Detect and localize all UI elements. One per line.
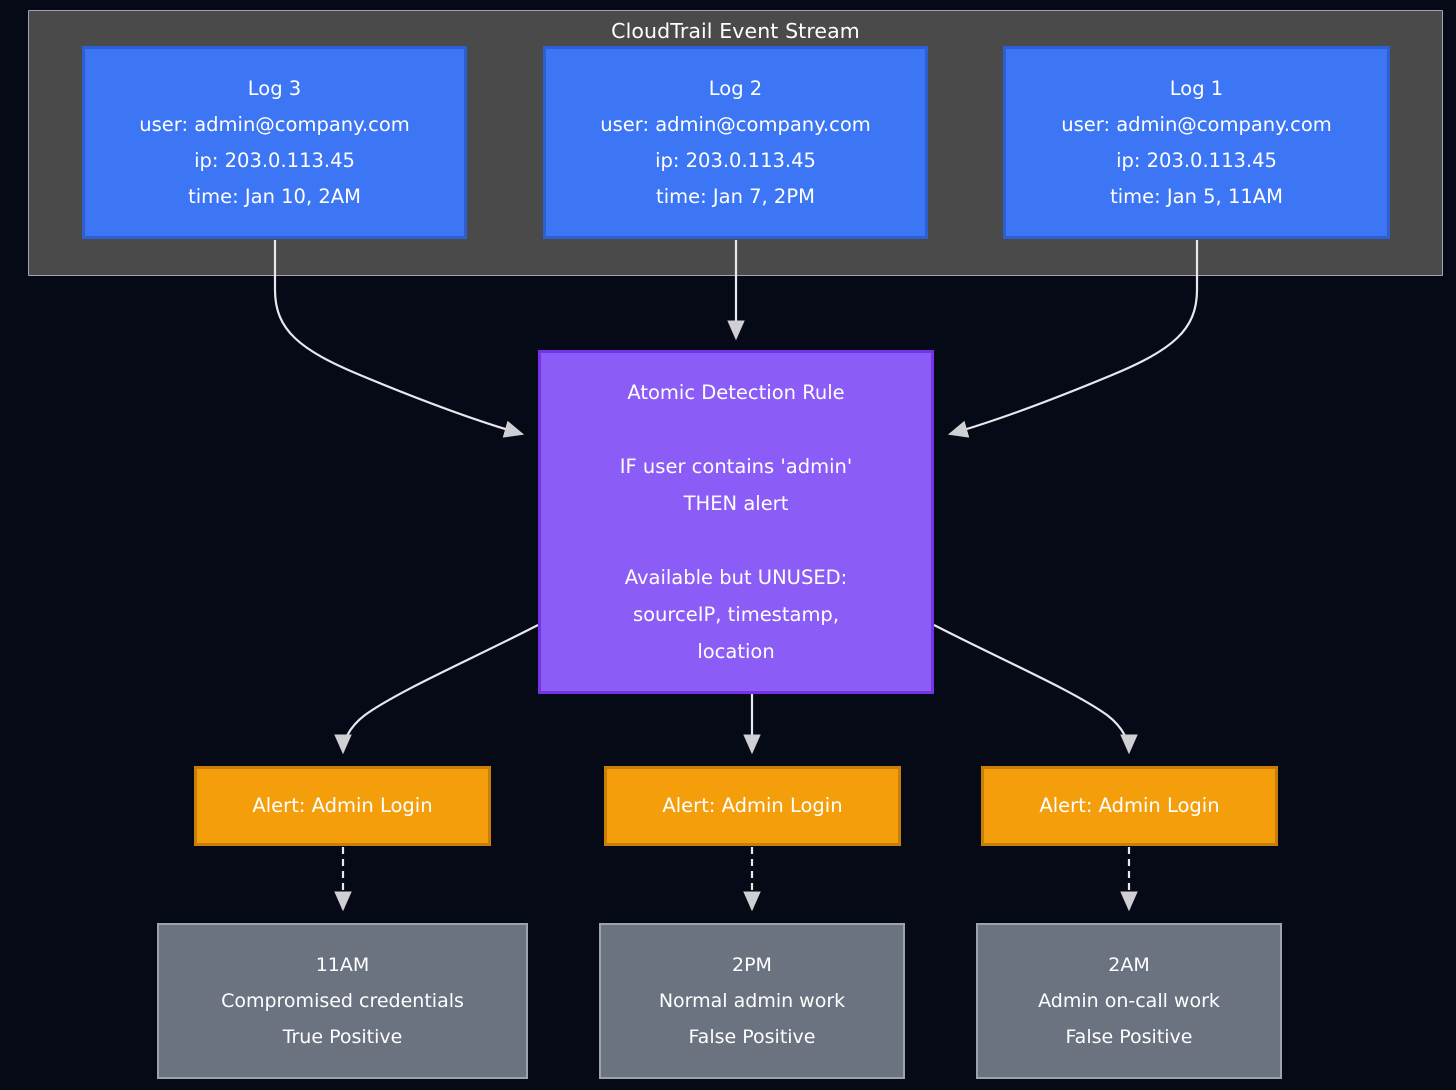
result1-description: Admin on-call work <box>1038 990 1220 1012</box>
log2-ip: ip: 203.0.113.45 <box>655 148 816 172</box>
result2-verdict: False Positive <box>688 1026 816 1048</box>
alert3-label: Alert: Admin Login <box>252 794 433 817</box>
edge-rule-to-alert1 <box>933 624 1138 755</box>
result-node-1[interactable]: 2AM Admin on-call work False Positive <box>976 923 1282 1079</box>
log-node-1[interactable]: Log 1 user: admin@company.com ip: 203.0.… <box>1003 46 1390 239</box>
edge-rule-to-alert3 <box>334 624 539 755</box>
alert1-label: Alert: Admin Login <box>1039 794 1220 817</box>
log3-ip: ip: 203.0.113.45 <box>194 148 355 172</box>
result2-time: 2PM <box>732 954 772 976</box>
result3-verdict: True Positive <box>282 1026 403 1048</box>
log3-time: time: Jan 10, 2AM <box>188 184 361 208</box>
log1-user: user: admin@company.com <box>1061 112 1332 136</box>
alert-node-1[interactable]: Alert: Admin Login <box>981 766 1278 846</box>
result-node-3[interactable]: 11AM Compromised credentials True Positi… <box>157 923 528 1079</box>
rule-unused-fields-line2: location <box>697 640 775 663</box>
subgraph-title: CloudTrail Event Stream <box>611 19 860 43</box>
log-node-2[interactable]: Log 2 user: admin@company.com ip: 203.0.… <box>543 46 928 239</box>
log1-title: Log 1 <box>1169 76 1224 100</box>
result1-verdict: False Positive <box>1065 1026 1193 1048</box>
rule-unused-header: Available but UNUSED: <box>624 566 848 589</box>
log2-title: Log 2 <box>708 76 763 100</box>
log2-user: user: admin@company.com <box>600 112 871 136</box>
rule-title: Atomic Detection Rule <box>627 381 845 404</box>
atomic-detection-rule-node[interactable]: Atomic Detection Rule IF user contains '… <box>538 350 934 694</box>
log3-title: Log 3 <box>247 76 302 100</box>
result2-description: Normal admin work <box>658 990 846 1012</box>
rule-unused-fields-line1: sourceIP, timestamp, <box>632 603 840 626</box>
alert2-label: Alert: Admin Login <box>662 794 843 817</box>
rule-condition-if: IF user contains 'admin' <box>619 455 853 478</box>
log1-time: time: Jan 5, 11AM <box>1110 184 1283 208</box>
rule-condition-then: THEN alert <box>683 492 789 515</box>
log-node-3[interactable]: Log 3 user: admin@company.com ip: 203.0.… <box>82 46 467 239</box>
log2-time: time: Jan 7, 2PM <box>656 184 815 208</box>
log1-ip: ip: 203.0.113.45 <box>1116 148 1277 172</box>
log3-user: user: admin@company.com <box>139 112 410 136</box>
alert-node-2[interactable]: Alert: Admin Login <box>604 766 901 846</box>
result1-time: 2AM <box>1108 954 1150 976</box>
result3-time: 11AM <box>315 954 370 976</box>
result-node-2[interactable]: 2PM Normal admin work False Positive <box>599 923 905 1079</box>
alert-node-3[interactable]: Alert: Admin Login <box>194 766 491 846</box>
result3-description: Compromised credentials <box>221 990 464 1012</box>
